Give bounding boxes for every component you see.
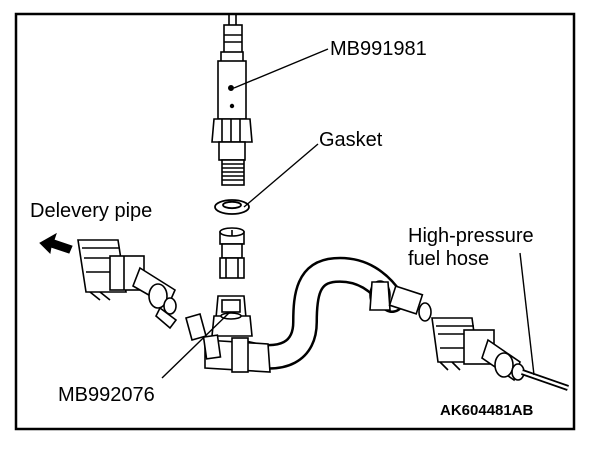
tee-fitting (211, 295, 253, 337)
tee-lower-body (202, 334, 271, 373)
label-high-pressure-line2: fuel hose (408, 248, 490, 270)
figure-code: AK604481AB (440, 402, 534, 419)
leader-tool-upper (233, 48, 329, 89)
right-connector (431, 317, 525, 382)
fuel-hose-fill (229, 259, 403, 368)
leader-lines (161, 48, 535, 379)
small-coupling (185, 313, 207, 341)
label-high-pressure-line1: High-pressure (408, 225, 534, 247)
gasket-ring (214, 199, 250, 215)
leader-gasket (243, 143, 319, 208)
figure-frame (14, 12, 576, 431)
label-gasket: Gasket (319, 129, 383, 151)
leader-high-pressure (519, 252, 535, 376)
leader-tool-lower (161, 311, 231, 379)
adapter-tool (219, 227, 245, 279)
left-connector (77, 239, 178, 330)
label-delivery-pipe: Delevery pipe (30, 200, 153, 222)
label-tool-lower: MB992076 (58, 384, 155, 406)
arrow-left-icon (39, 232, 73, 255)
pressure-gauge-tool (211, 14, 253, 186)
hose-clamp (369, 280, 432, 322)
label-tool-upper: MB991981 (330, 38, 427, 60)
